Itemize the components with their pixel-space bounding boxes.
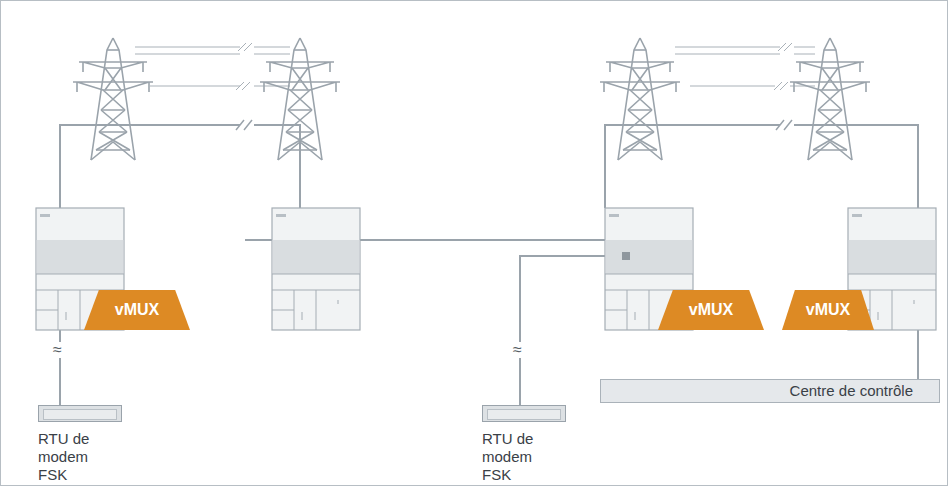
vmux-label: vMUX	[806, 301, 850, 319]
modem-display	[487, 409, 561, 420]
rtu-modem: RTU de modem FSK	[482, 405, 572, 484]
vmux-label: vMUX	[689, 301, 733, 319]
vmux-trapezoid: vMUX	[658, 290, 764, 330]
modem-display	[43, 409, 117, 420]
band-label: Centre de contrôle	[790, 382, 913, 399]
signal-symbol: ≈	[512, 342, 523, 358]
vmux-label: vMUX	[115, 301, 159, 319]
rtu-caption: RTU de modem FSK	[38, 430, 102, 484]
modem-box	[38, 405, 122, 422]
signal-symbol: ≈	[52, 342, 63, 358]
vmux-trapezoid: vMUX	[84, 290, 190, 330]
rtu-caption: RTU de modem FSK	[482, 430, 546, 484]
rtu-modem: RTU de modem FSK	[38, 405, 128, 484]
control-centre-band: Centre de contrôle	[600, 379, 940, 403]
vmux-trapezoid: vMUX	[782, 290, 874, 330]
modem-box	[482, 405, 566, 422]
